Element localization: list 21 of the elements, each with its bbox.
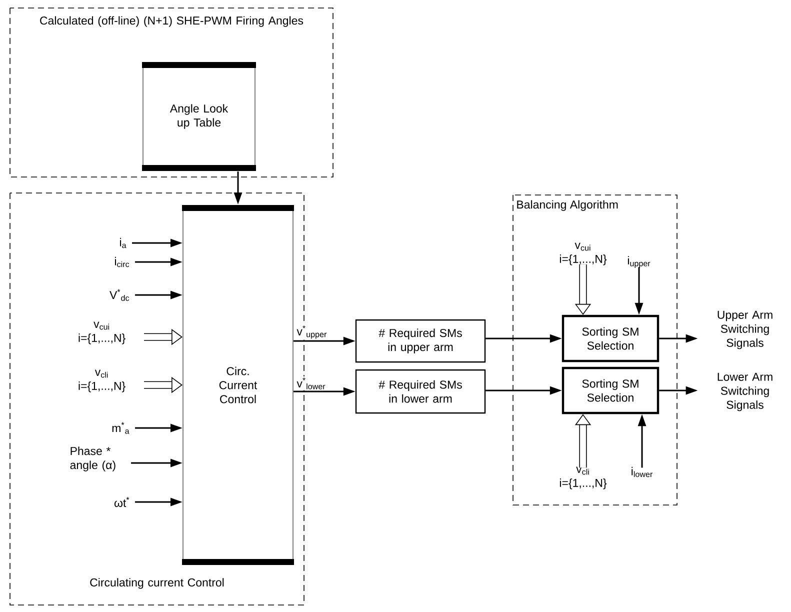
process-box: Sorting SM Selection [562,314,660,362]
process-box: # Required SMs in upper arm [355,319,486,363]
block-box: Angle Look up Table [142,62,256,171]
edge-label: v$^{*}$upper [296,325,327,339]
signal-label: i$_{circ}$ [115,256,130,268]
block-box: Circ. Current Control [182,205,294,565]
signal-label: i$_{upper}$ [628,256,650,268]
signal-label: i$_{lower}$ [632,466,653,478]
signal-label: v$_{cli}$ i={1,...,N} [78,370,126,392]
signal-label: Lower Arm Switching Signals [718,372,772,412]
process-box: Sorting SM Selection [562,366,660,414]
signal-label: i$_{a}$ [120,238,126,248]
edge-label: v$^{*}$lower [296,378,326,390]
signal-label: v$_{cui}$ i={1,...,N} [78,322,126,344]
process-box: # Required SMs in lower arm [355,369,486,414]
signal-label: m$^{*}$a [112,422,130,434]
signal-label: ωt$^{*}$ [114,497,130,507]
signal-label: V$^{*}$dc [110,289,130,301]
signal-label: Phase * angle (α) [70,446,116,472]
signal-label: v$_{cui}$ i={1,...,N} [560,242,607,266]
signal-label: Upper Arm Switching Signals [718,310,772,350]
